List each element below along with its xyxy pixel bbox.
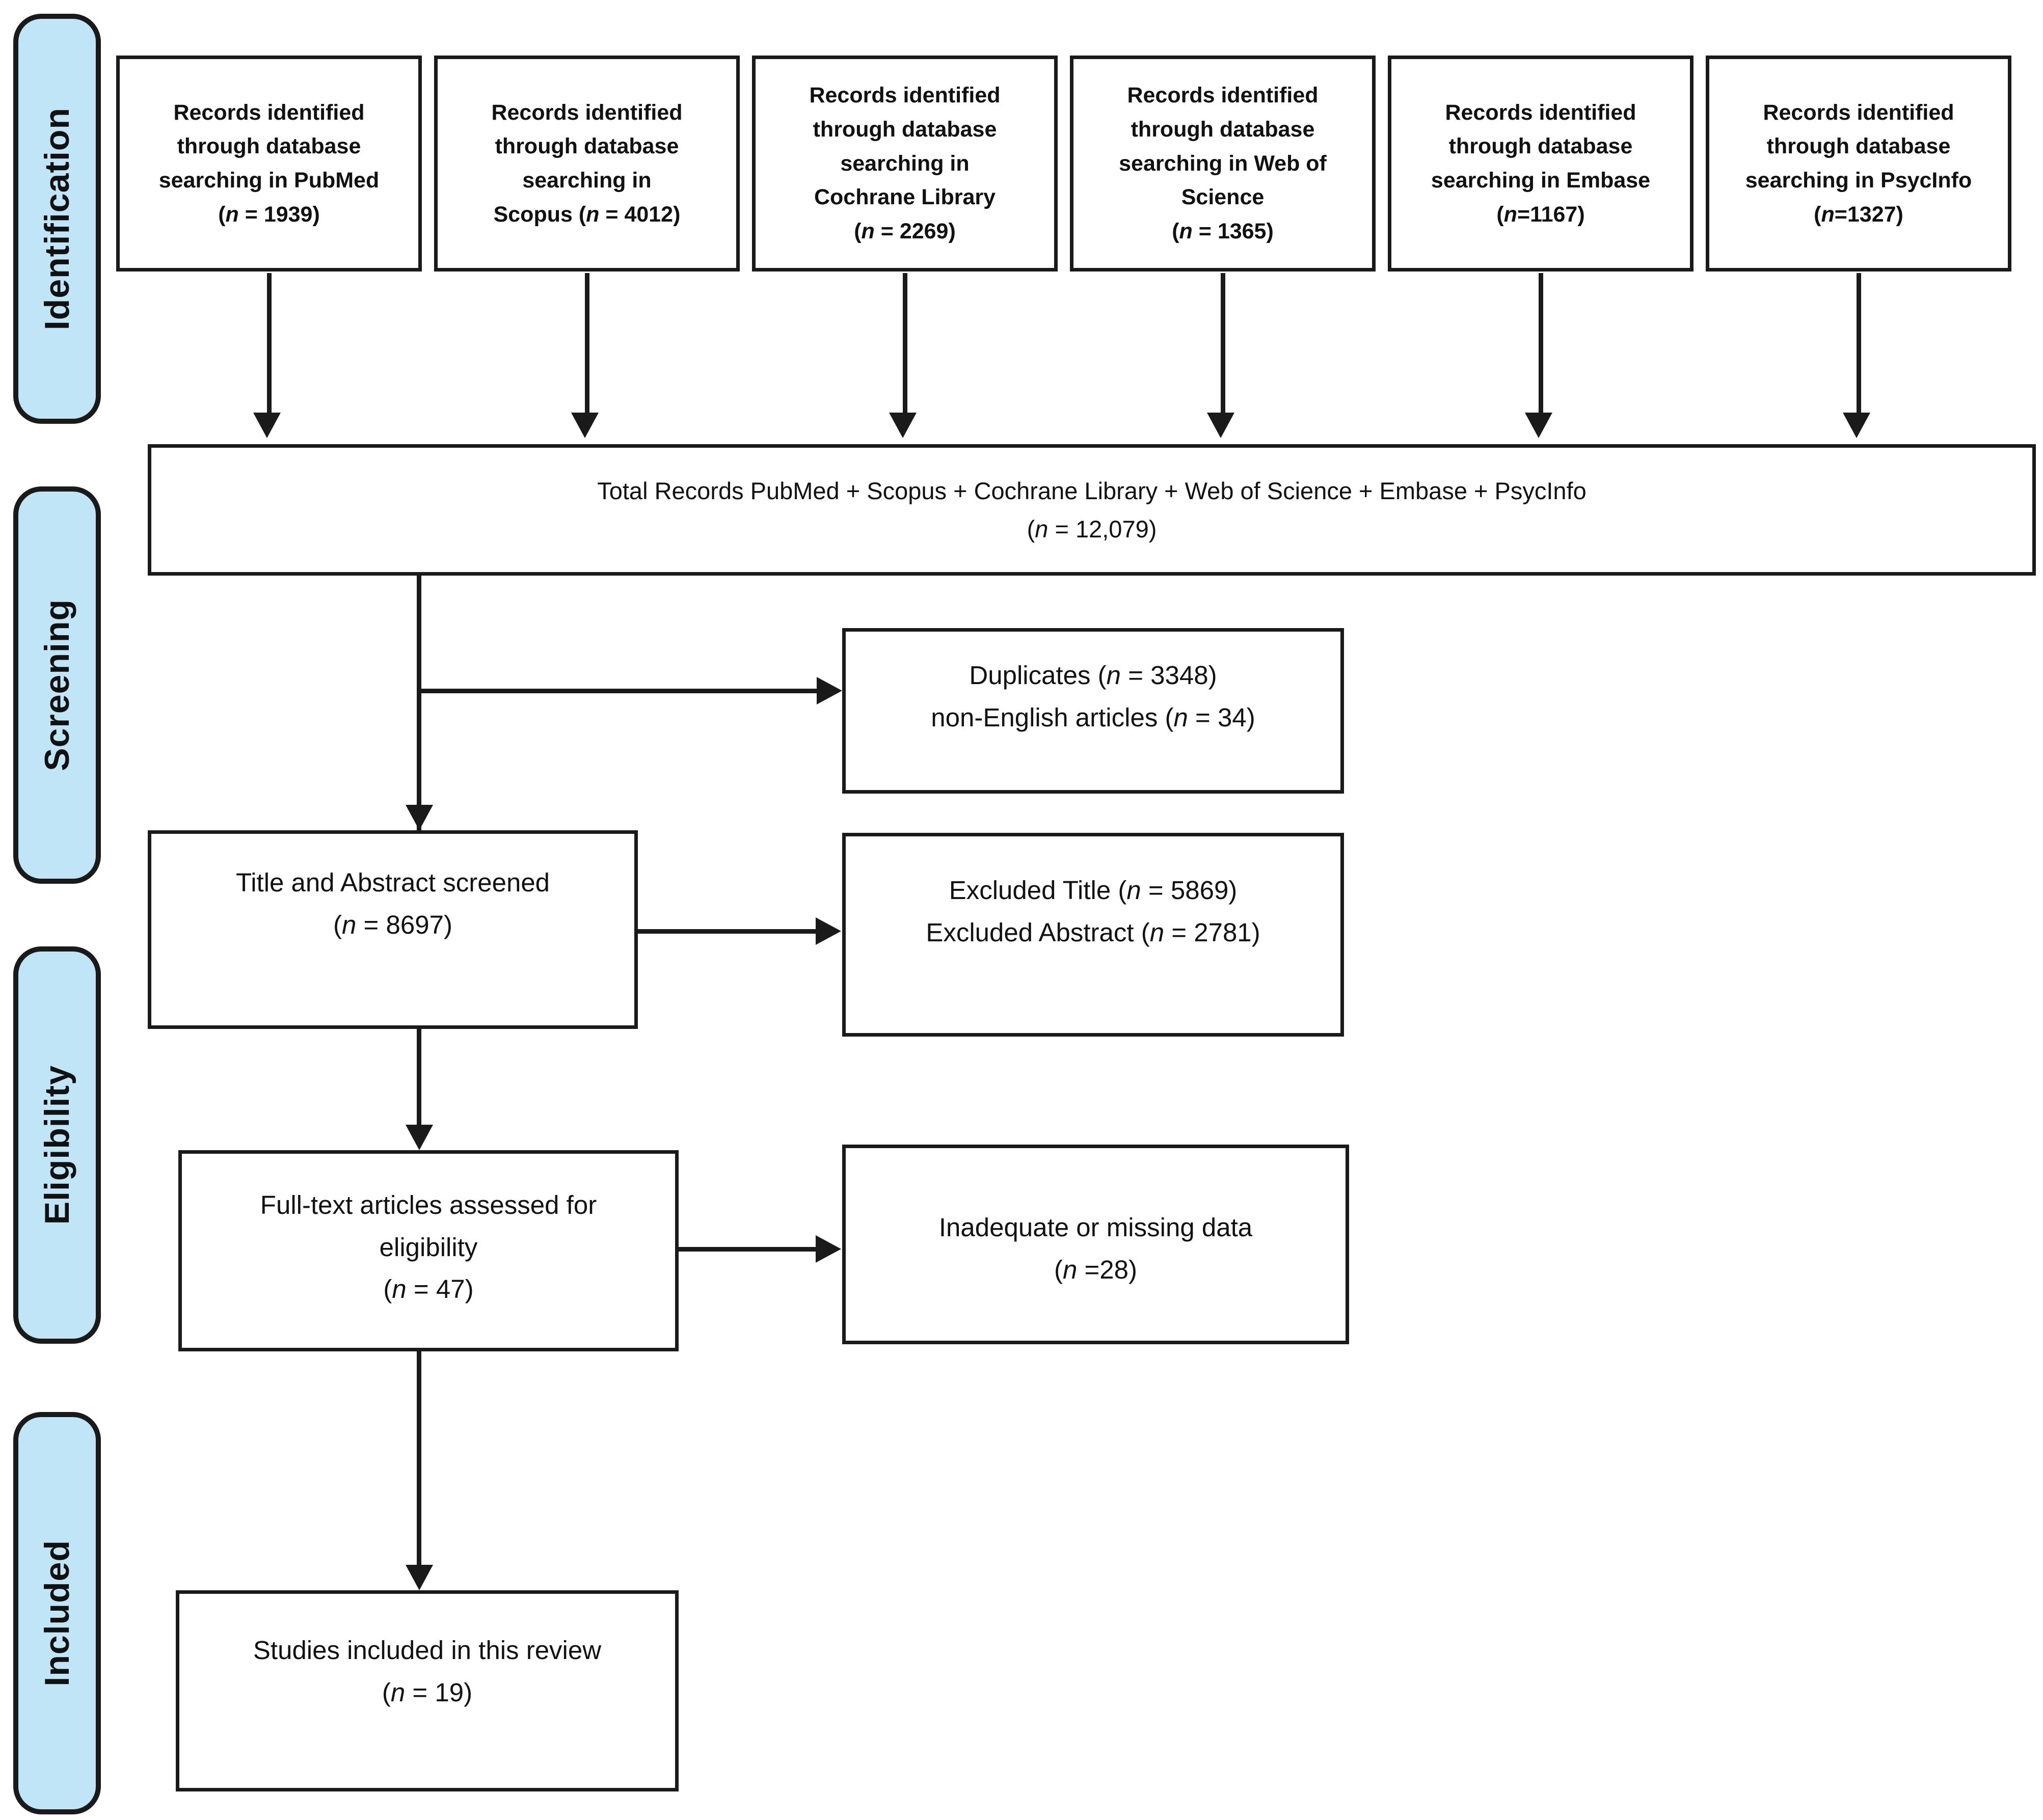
arrowhead-psycinfo-down-icon <box>1843 413 1870 438</box>
box-inadequate-missing-data: Inadequate or missing data(n =28) <box>842 1145 1349 1344</box>
stage-tab-eligibility: Eligibility <box>13 946 101 1344</box>
arrow-fulltext-to-inadequate <box>679 1247 818 1252</box>
box-duplicates-removed: Duplicates (n = 3348)non-English article… <box>842 628 1344 794</box>
arrowhead-pubmed-down-icon <box>253 413 281 438</box>
arrow-fulltext-to-included <box>417 1351 421 1567</box>
stage-label-identification: Identification <box>38 107 76 331</box>
arrowhead-included-down-icon <box>406 1565 433 1590</box>
arrowhead-screening-down-icon <box>406 805 433 830</box>
box-excluded-title-abstract: Excluded Title (n = 5869)Excluded Abstra… <box>842 833 1344 1037</box>
arrowhead-embase-down-icon <box>1525 413 1552 438</box>
arrow-psycinfo-to-total <box>1857 273 1861 414</box>
arrow-title-to-excluded <box>638 929 818 934</box>
stage-label-eligibility: Eligibility <box>38 1065 76 1225</box>
stage-tab-screening: Screening <box>13 486 101 884</box>
arrow-cochrane-to-total <box>903 273 907 414</box>
box-total-records: Total Records PubMed + Scopus + Cochrane… <box>148 444 2036 576</box>
arrowhead-scopus-down-icon <box>571 413 599 438</box>
arrow-branch-to-duplicates <box>419 689 819 693</box>
arrow-title-to-fulltext <box>417 1029 421 1127</box>
arrowhead-duplicates-right-icon <box>817 677 842 704</box>
arrow-embase-to-total <box>1539 273 1543 414</box>
stage-label-screening: Screening <box>38 599 76 771</box>
arrowhead-inadequate-right-icon <box>816 1235 841 1263</box>
stage-tab-identification: Identification <box>13 14 101 424</box>
arrow-scopus-to-total <box>585 273 589 414</box>
box-title-abstract-screened: Title and Abstract screened(n = 8697) <box>148 830 638 1029</box>
arrowhead-fulltext-down-icon <box>406 1125 433 1150</box>
arrow-pubmed-to-total <box>267 273 272 414</box>
arrowhead-cochrane-down-icon <box>889 413 917 438</box>
arrowhead-excluded-right-icon <box>816 917 841 945</box>
stage-label-included: Included <box>38 1540 76 1687</box>
stage-tab-included: Included <box>13 1412 101 1814</box>
box-studies-included: Studies included in this review(n = 19) <box>176 1590 679 1791</box>
arrow-total-to-screening <box>417 576 421 830</box>
arrow-wos-to-total <box>1221 273 1225 414</box>
arrowhead-wos-down-icon <box>1207 413 1234 438</box>
